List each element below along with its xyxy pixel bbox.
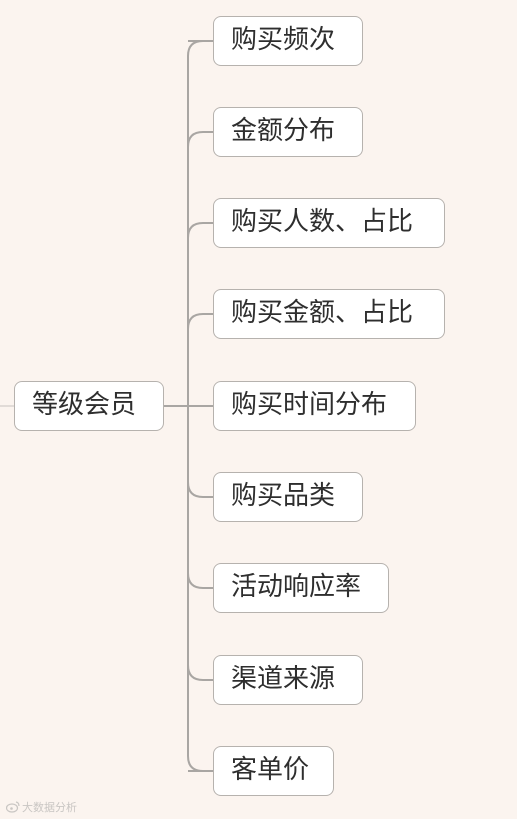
root-node[interactable]: 等级会员 — [14, 381, 164, 431]
topic-purchase-frequency[interactable]: 购买频次 — [213, 16, 363, 66]
topic-amount-distribution[interactable]: 金额分布 — [213, 107, 363, 157]
connector-branch — [187, 664, 213, 681]
topic-campaign-response-rate[interactable]: 活动响应率 — [213, 563, 389, 613]
connector-branch — [187, 572, 213, 589]
topic-purchase-amount-ratio[interactable]: 购买金额、占比 — [213, 289, 445, 339]
watermark-text: 大数据分析 — [22, 801, 77, 814]
topic-average-order-value[interactable]: 客单价 — [213, 746, 334, 796]
weibo-icon — [6, 801, 20, 813]
connector-branch — [187, 481, 213, 498]
connector-branch — [187, 222, 213, 239]
connector-branch — [187, 131, 213, 148]
topic-buyer-count-ratio[interactable]: 购买人数、占比 — [213, 198, 445, 248]
watermark: 大数据分析 — [6, 799, 77, 815]
topic-purchase-time-distribution[interactable]: 购买时间分布 — [213, 381, 416, 431]
topic-channel-source[interactable]: 渠道来源 — [213, 655, 363, 705]
connector-branch — [187, 313, 213, 330]
topic-purchase-category[interactable]: 购买品类 — [213, 472, 363, 522]
